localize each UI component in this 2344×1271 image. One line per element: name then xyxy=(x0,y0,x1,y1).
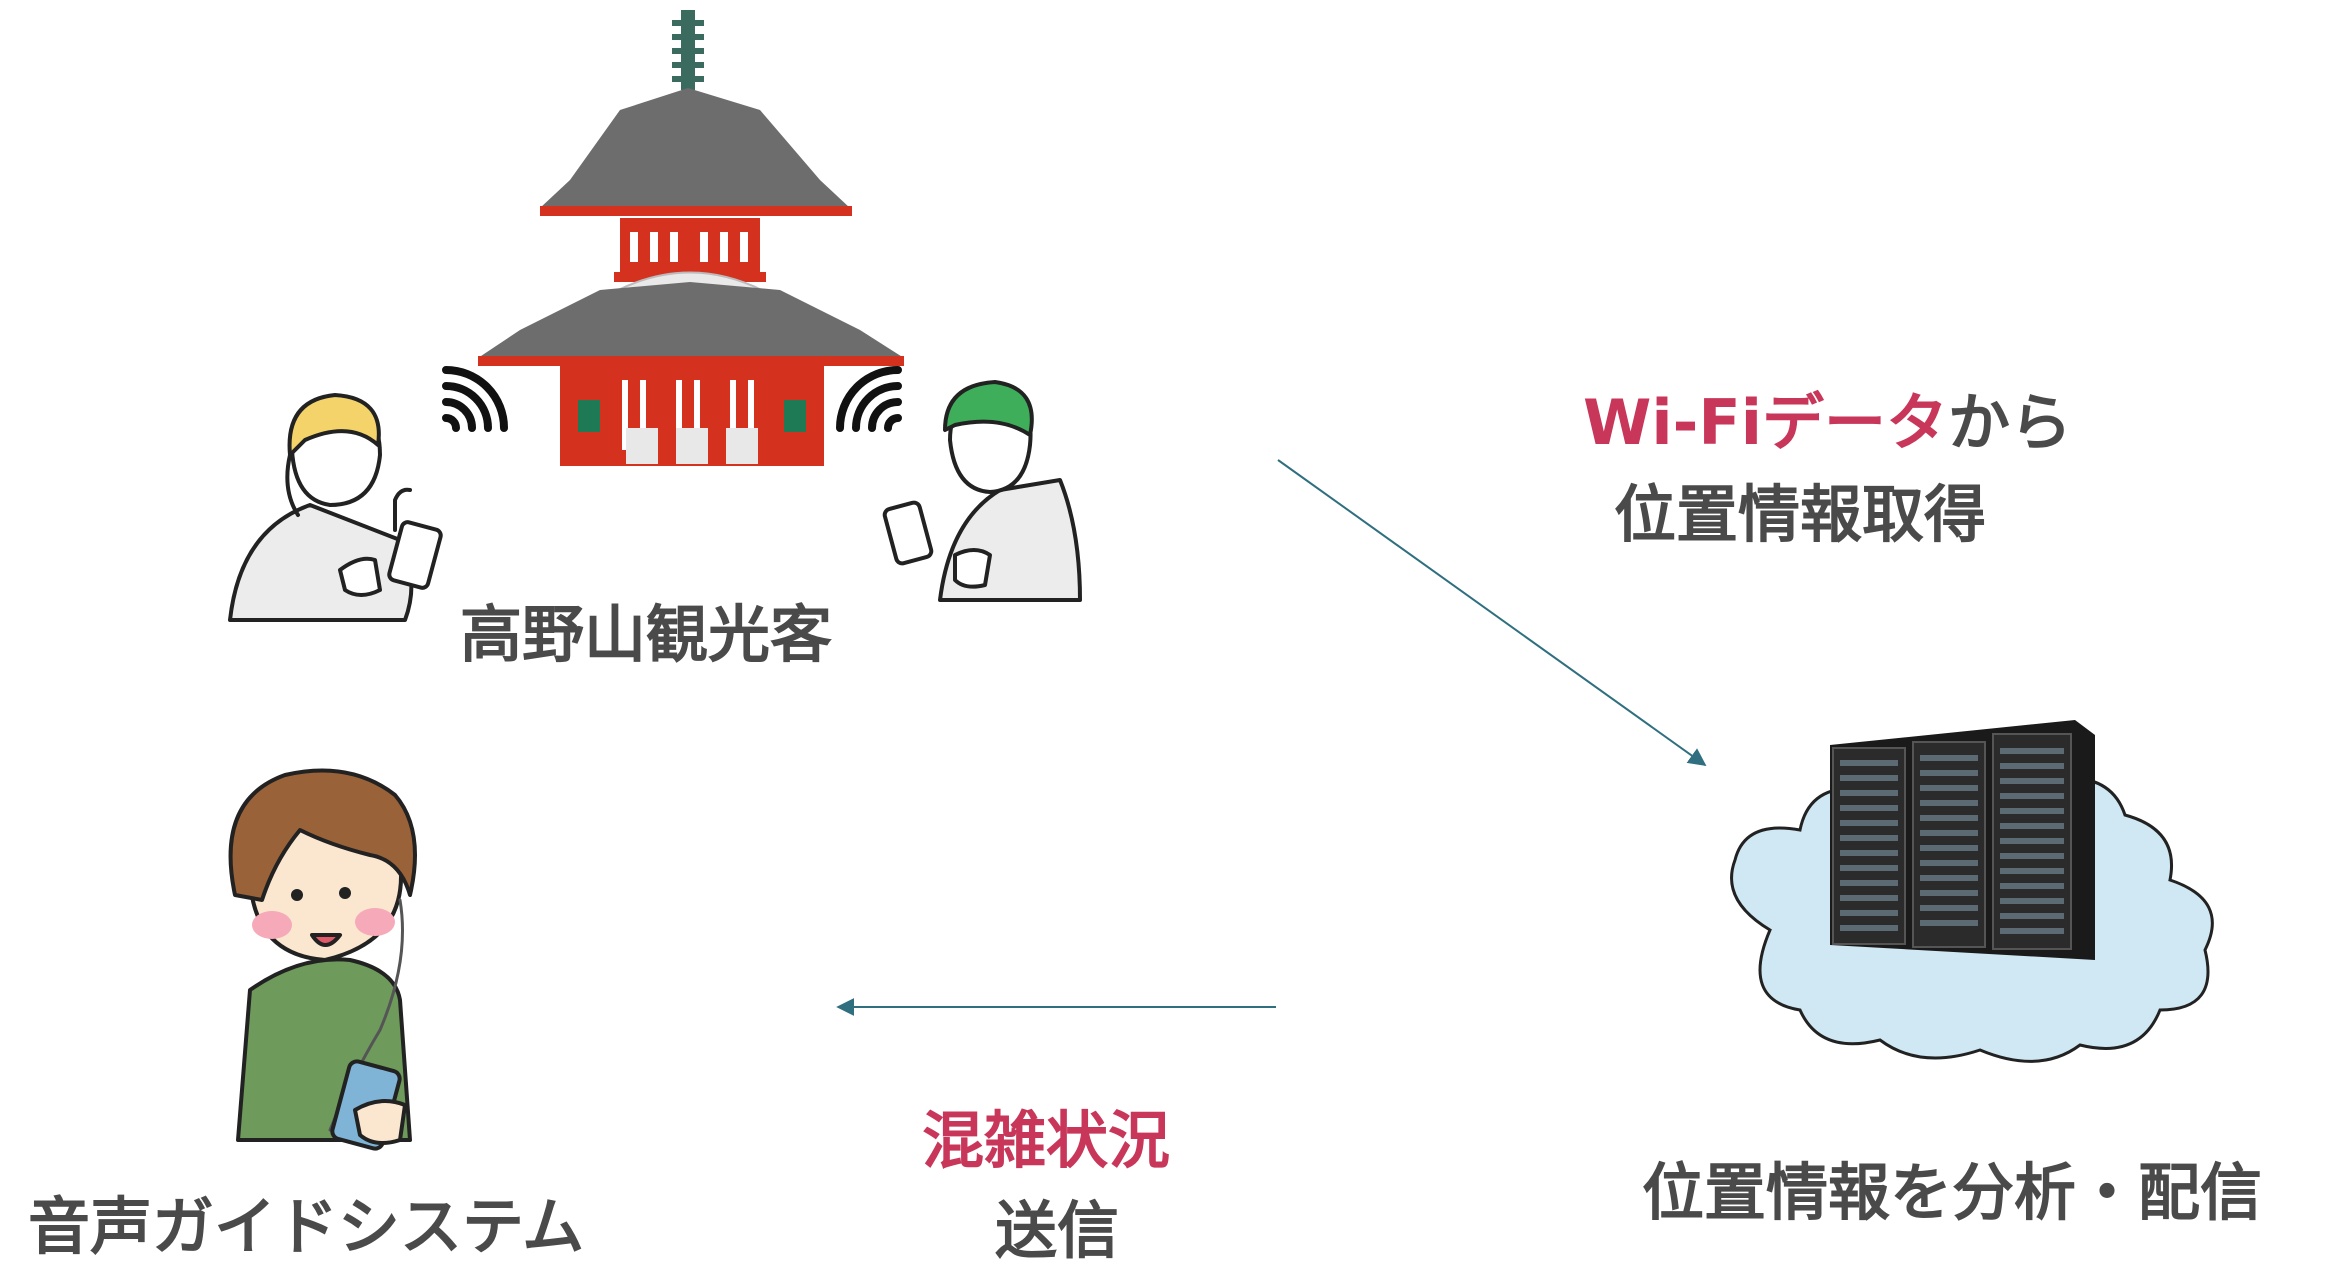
tourists-label: 高野山観光客 xyxy=(460,598,833,671)
person-with-earphones-icon xyxy=(228,768,417,1151)
wifi-signal-icon xyxy=(836,366,902,432)
wifi-label-line1: Wi-Fiデータから xyxy=(1583,392,2072,454)
server-rack-icon xyxy=(1830,720,2095,960)
arrow-location-acquisition xyxy=(1277,459,1707,767)
congestion-label-line1: 混雑状況 xyxy=(922,1104,1171,1177)
man-with-phone-icon xyxy=(882,380,1082,602)
wifi-kara-text: から xyxy=(1947,386,2072,459)
congestion-label-line2: 送信 xyxy=(995,1194,1120,1267)
wifi-label-line2: 位置情報取得 xyxy=(1614,478,1987,551)
wifi-data-text: Wi-Fiデータ xyxy=(1583,386,1948,459)
wifi-signal-icon xyxy=(442,366,508,432)
pagoda-icon xyxy=(478,10,904,466)
audio-guide-label: 音声ガイドシステム xyxy=(28,1190,585,1263)
woman-with-phone-icon xyxy=(228,393,443,622)
server-label: 位置情報を分析・配信 xyxy=(1642,1156,2263,1229)
